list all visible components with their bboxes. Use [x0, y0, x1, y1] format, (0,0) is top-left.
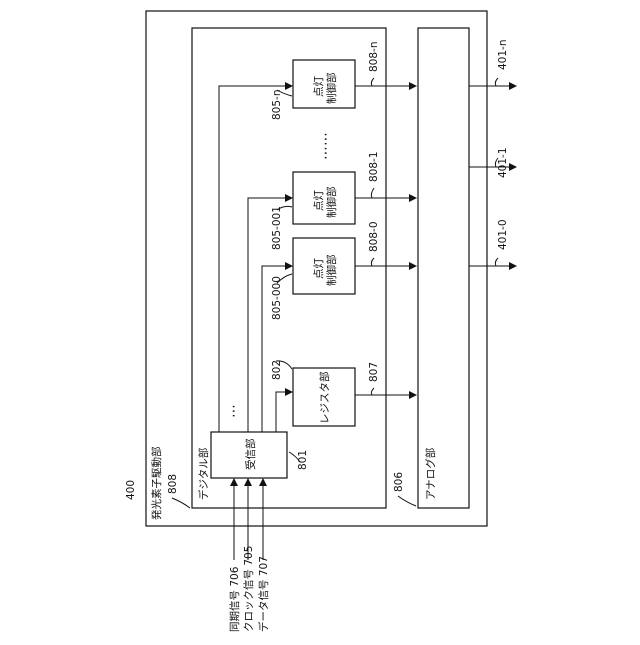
lighting-label-bottom: 制御部 [325, 255, 338, 287]
ref-806-leader [398, 496, 416, 506]
digital-block [192, 28, 386, 508]
lighting-label-top: 点灯 [313, 190, 325, 211]
analog-title: アナログ部 [424, 448, 437, 500]
ref-805-001-label: 805-001 [271, 206, 283, 250]
lighting-label-bottom: 制御部 [325, 187, 338, 219]
vertical-dots: ⋯⋯ [318, 132, 334, 160]
register-label: レジスタ部 [318, 372, 331, 425]
ref-400-label: 400 [125, 480, 137, 500]
signal-data-label: データ信号 707 [257, 556, 270, 632]
ref-808-n-label: 808-n [368, 42, 380, 73]
ref-808-0-label: 808-0 [368, 221, 380, 252]
wire-to-lighting-001 [248, 198, 292, 432]
ref-401-0-label: 401-0 [497, 219, 509, 250]
ref-807-leader [371, 388, 374, 395]
ref-805-n-label: 805-n [271, 90, 283, 121]
lighting-label-bottom: 制御部 [325, 73, 338, 105]
analog-block [418, 28, 469, 508]
ref-808-n-leader [371, 78, 374, 86]
ref-808-1-label: 808-1 [368, 151, 380, 182]
receiver-dots: ⋯ [226, 404, 242, 418]
ref-802-label: 802 [271, 360, 283, 380]
ref-807-label: 807 [368, 362, 380, 382]
wire-to-register [276, 392, 292, 432]
ref-808-1-leader [371, 188, 374, 198]
ref-806-label: 806 [393, 472, 405, 492]
signal-sync-label: 同期信号 706 [229, 566, 241, 632]
signal-clock-label: クロック信号 705 [243, 546, 255, 632]
ref-401-n-label: 401-n [497, 40, 509, 71]
ref-808-leader [172, 498, 190, 508]
lighting-label-top: 点灯 [313, 76, 325, 97]
ref-401-n-leader [495, 78, 498, 86]
ref-808-0-leader [371, 258, 374, 266]
receiver-label: 受信部 [244, 439, 257, 471]
driver-title: 発光素子駆動部 [150, 447, 163, 521]
lighting-label-top: 点灯 [313, 258, 325, 279]
ref-808-label: 808 [167, 474, 179, 494]
ref-401-0-leader [495, 258, 498, 266]
ref-401-1-label: 401-1 [497, 147, 509, 178]
digital-title: デジタル部 [197, 448, 210, 500]
